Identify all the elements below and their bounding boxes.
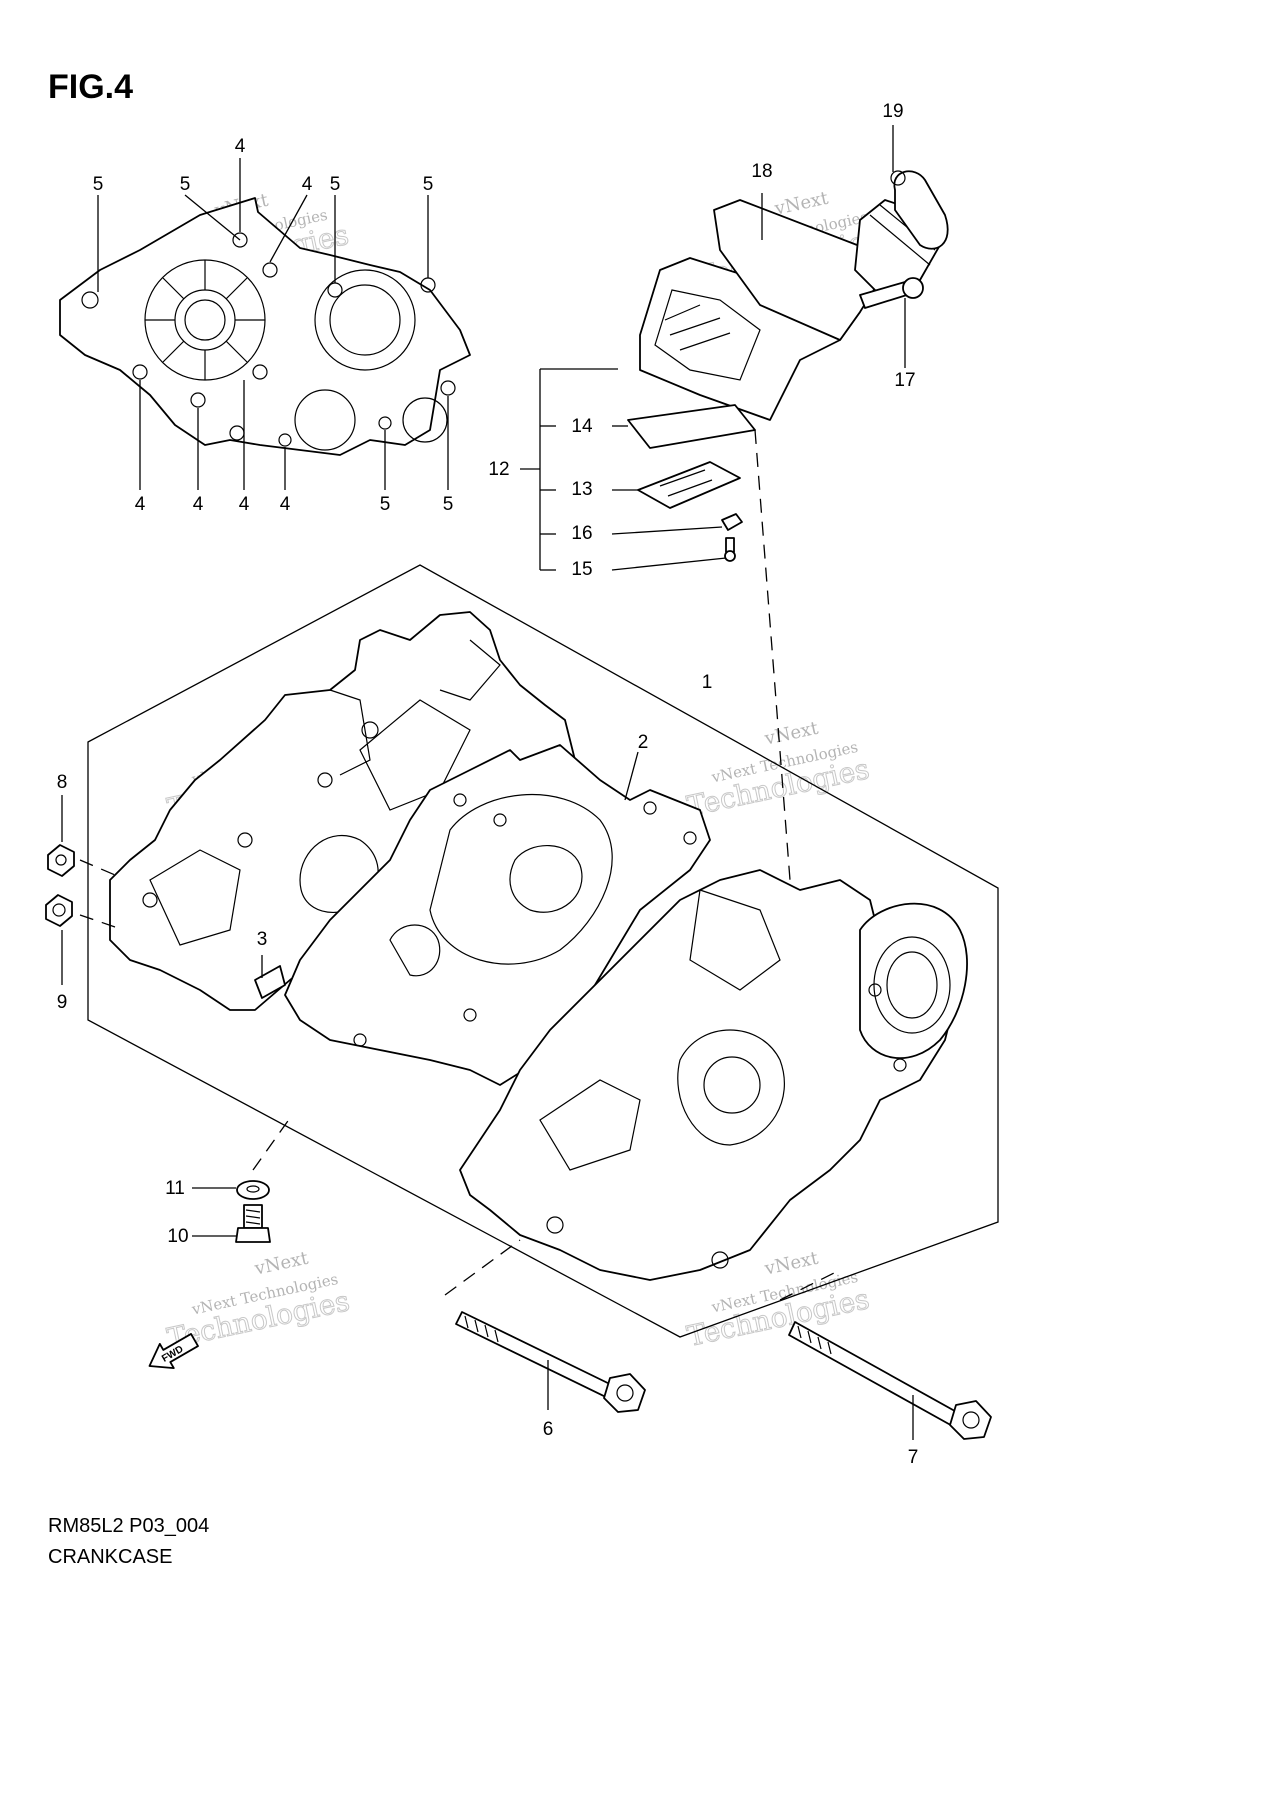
callout-4f: 4 xyxy=(280,494,291,515)
crankcase-side-view xyxy=(59,158,471,490)
svg-text:vNext: vNext xyxy=(252,1248,311,1280)
callout-5f: 5 xyxy=(443,494,454,515)
callout-4b: 4 xyxy=(302,174,313,195)
callout-2: 2 xyxy=(638,732,649,753)
callout-16: 16 xyxy=(571,523,592,544)
figure-title: FIG.4 xyxy=(48,68,134,106)
bolt-7 xyxy=(779,1269,992,1440)
washer-9 xyxy=(45,894,119,985)
callout-11: 11 xyxy=(165,1178,185,1199)
bolt-6 xyxy=(444,1239,646,1413)
callout-4e: 4 xyxy=(239,494,250,515)
callout-17: 17 xyxy=(894,370,915,391)
callout-18: 18 xyxy=(751,161,772,182)
reed-valve-assembly xyxy=(520,125,949,881)
callout-5b: 5 xyxy=(180,174,191,195)
callout-4c: 4 xyxy=(135,494,146,515)
callout-1: 1 xyxy=(702,672,713,693)
model-code: RM85L2 P03_004 xyxy=(48,1515,210,1537)
callout-labels: 1 2 3 4 4 4 4 4 4 4 5 5 5 5 5 5 6 7 8 9 … xyxy=(57,101,919,1468)
callout-5e: 5 xyxy=(380,494,391,515)
callout-9: 9 xyxy=(57,992,68,1013)
washer-11 xyxy=(192,1117,291,1200)
assembly-outline xyxy=(87,564,999,1338)
svg-text:vNext: vNext xyxy=(762,718,821,750)
svg-text:vNext: vNext xyxy=(762,1248,821,1280)
right-crankcase-half xyxy=(459,869,968,1281)
callout-6: 6 xyxy=(543,1419,554,1440)
callout-4d: 4 xyxy=(193,494,204,515)
crankcase-gasket xyxy=(284,744,711,1086)
callout-14: 14 xyxy=(571,416,593,437)
callout-5c: 5 xyxy=(330,174,341,195)
left-crankcase-half xyxy=(109,611,576,1011)
bolt-10 xyxy=(192,1204,271,1243)
callout-13: 13 xyxy=(571,479,592,500)
callout-10: 10 xyxy=(167,1226,188,1247)
callout-7: 7 xyxy=(908,1447,919,1468)
section-name: CRANKCASE xyxy=(48,1546,173,1568)
callout-3: 3 xyxy=(257,929,268,950)
callout-5a: 5 xyxy=(93,174,104,195)
callout-5d: 5 xyxy=(423,174,434,195)
nut-8 xyxy=(47,795,116,877)
callout-15: 15 xyxy=(571,559,592,580)
callout-4a: 4 xyxy=(235,136,246,157)
callout-8: 8 xyxy=(57,772,68,793)
callout-12: 12 xyxy=(488,459,509,480)
callout-19: 19 xyxy=(882,101,903,122)
watermark-mid-right: vNext vNext Technologies Technologies xyxy=(684,718,873,824)
